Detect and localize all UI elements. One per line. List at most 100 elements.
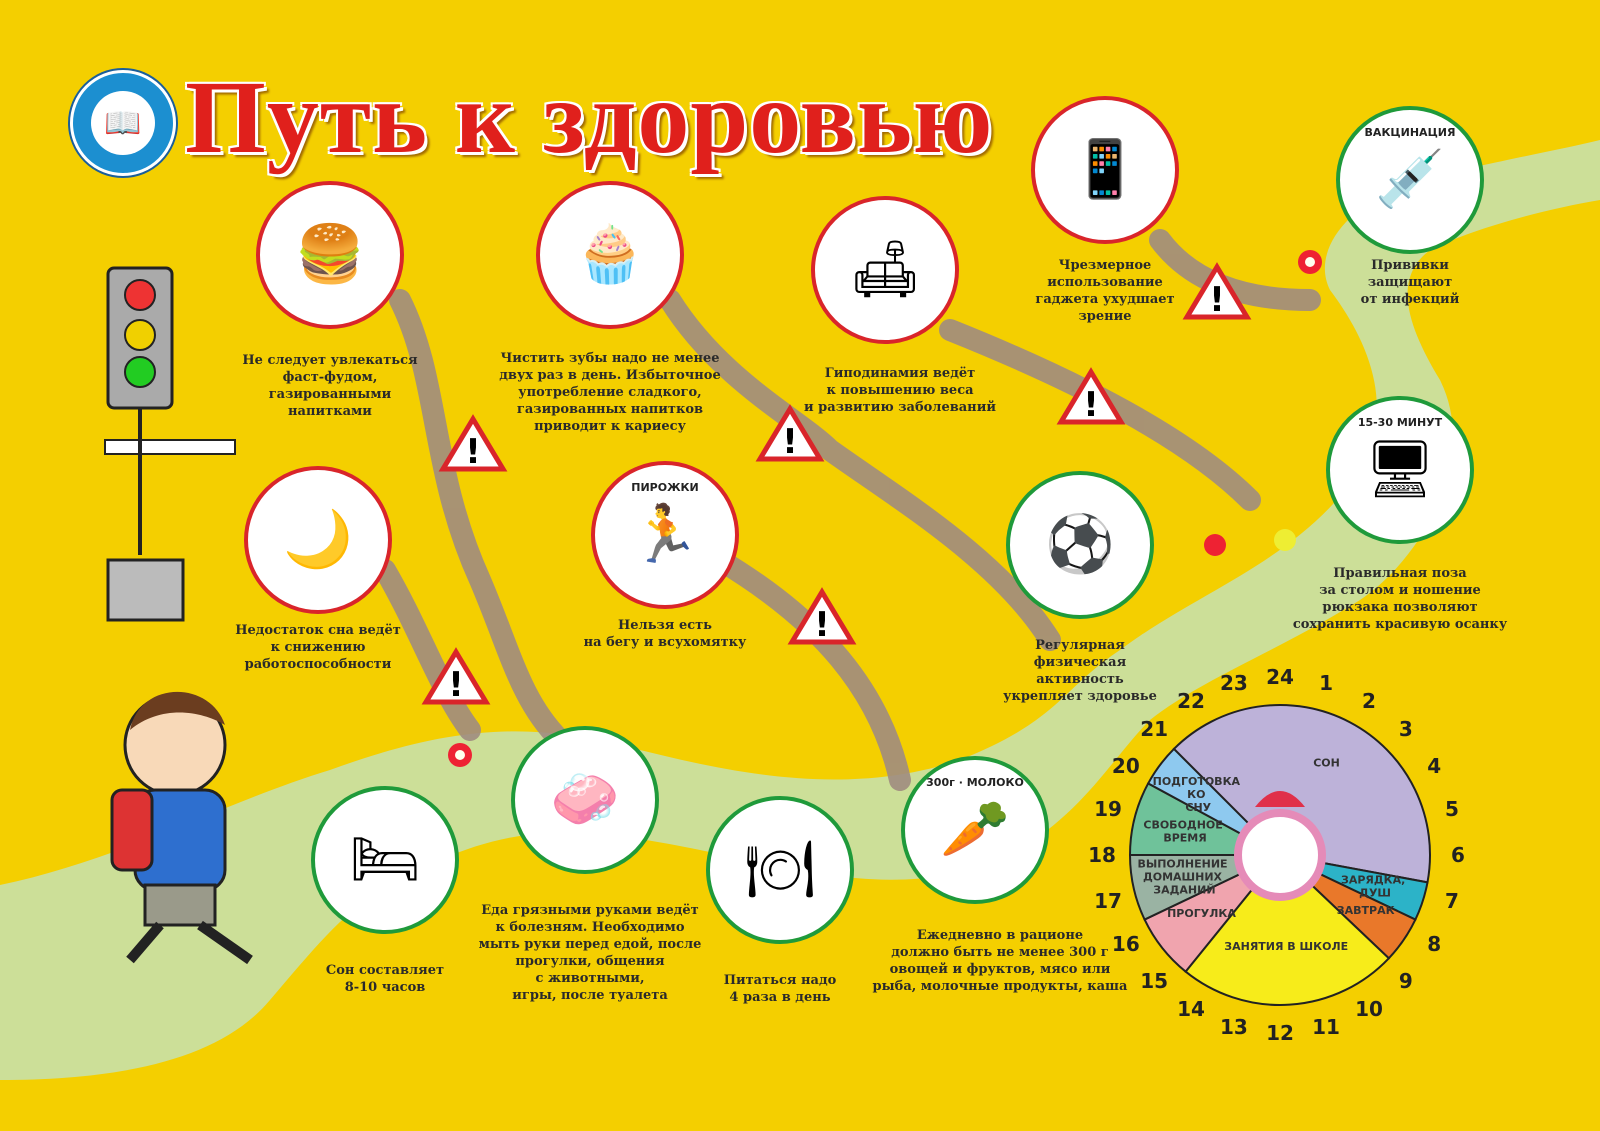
clock-segment-label: СВОБОДНОЕ ВРЕМЯ <box>1143 818 1226 844</box>
illustration-meals: 🍽 <box>706 796 854 944</box>
syringe-icon: 💉 <box>1375 147 1445 212</box>
toothache-icon: 🧁 <box>575 222 645 287</box>
clock-segment-label: ПОДГОТОВКА КО СНУ <box>1153 775 1244 814</box>
clock-hour-label: 19 <box>1094 797 1122 821</box>
caption-handwash: Еда грязными руками ведёт к болезням. Не… <box>478 903 702 1003</box>
logo: 📖 <box>70 70 176 176</box>
alarm-bell-icon <box>1255 791 1305 807</box>
illustration-gadget: 📱 <box>1031 96 1179 244</box>
monitor-night-icon: 🌙 <box>283 507 353 572</box>
illustration-sign: ПИРОЖКИ <box>631 481 699 494</box>
football-icon: ⚽ <box>1045 512 1115 577</box>
illustration-sign: 15-30 МИНУТ <box>1357 416 1443 429</box>
illustration-handwash: 🧼 <box>511 726 659 874</box>
svg-text:!: ! <box>1209 280 1225 320</box>
clock-hour-label: 7 <box>1445 889 1459 913</box>
warning-icon <box>421 647 491 705</box>
svg-text:!: ! <box>782 422 798 462</box>
clock-segment-label: ЗАНЯТИЯ В ШКОЛЕ <box>1224 940 1348 953</box>
warning-icon <box>1182 262 1252 320</box>
clock-segment-label: ЗАВТРАК <box>1337 904 1395 917</box>
clock-hour-label: 24 <box>1266 665 1294 689</box>
daily-routine-clock: СОН ЗАРЯДКА, ДУШ ЗАВТРАК ЗАНЯТИЯ В ШКОЛЕ ПРО… <box>1090 665 1465 1045</box>
clock-segment <box>1172 704 1431 884</box>
warning-icon <box>438 414 508 472</box>
svg-text:!: ! <box>465 432 481 472</box>
clock-hour-label: 4 <box>1427 754 1441 778</box>
caption-sleeplack: Недостаток сна ведёт к снижению работосп… <box>235 623 401 672</box>
clock-hour-label: 14 <box>1177 997 1205 1021</box>
clock-hour-label: 22 <box>1177 689 1205 713</box>
caption-posture: Правильная поза за столом и ношение рюкз… <box>1292 566 1508 632</box>
running-boy-icon: 🏃 <box>630 502 700 567</box>
warning-icon <box>755 404 825 462</box>
illustration-sofa: 🛋 <box>811 196 959 344</box>
clock-hour-label: 17 <box>1094 889 1122 913</box>
illustration-sport: ⚽ <box>1006 471 1154 619</box>
clock-hour-label: 1 <box>1319 671 1333 695</box>
vegetables-icon: 🥕 <box>940 797 1010 862</box>
illustration-sleeplack: 🌙 <box>244 466 392 614</box>
caption-gadget: Чрезмерное использование гаджета ухудшае… <box>1035 258 1175 324</box>
caption-sport: Регулярная физическая активность укрепля… <box>1003 638 1157 704</box>
tablet-icon: 📱 <box>1070 137 1140 202</box>
warning-icon <box>787 587 857 645</box>
clock-hour-label: 12 <box>1266 1021 1294 1045</box>
clock-segment-label: СОН <box>1313 757 1340 770</box>
sleeping-icon: 🛏 <box>349 827 421 892</box>
caption-meals: Питаться надо 4 раза в день <box>723 973 837 1005</box>
book-bowl-icon: 📖 <box>91 91 155 155</box>
clock-hour-label: 15 <box>1140 969 1168 993</box>
illustration-fastfood: 🍔 <box>256 181 404 329</box>
computer-icon: 🖥 <box>1364 437 1436 502</box>
handwash-icon: 🧼 <box>550 767 620 832</box>
page-title: Путь к здоровью <box>185 60 994 175</box>
illustration-ration: 300г · МОЛОКО 🥕 <box>901 756 1049 904</box>
illustration-sleep: 🛏 <box>311 786 459 934</box>
clock-segment-label: ПРОГУЛКА <box>1167 907 1236 920</box>
illustration-running: ПИРОЖКИ 🏃 <box>591 461 739 609</box>
svg-text:!: ! <box>448 665 464 705</box>
illustration-posture: 15-30 МИНУТ 🖥 <box>1326 396 1474 544</box>
sofa-icon: 🛋 <box>849 237 921 302</box>
caption-sleep: Сон составляет 8-10 часов <box>325 963 445 995</box>
caption-ration: Ежедневно в рационе должно быть не менее… <box>872 928 1128 994</box>
clock-segment <box>1184 853 1391 1006</box>
flowers <box>448 250 1322 767</box>
clock-hour-label: 9 <box>1399 969 1413 993</box>
caption-teeth: Чистить зубы надо не менее двух раз в де… <box>499 351 721 434</box>
illustration-teeth: 🧁 <box>536 181 684 329</box>
caption-running: Нельзя есть на бегу и всухомятку <box>583 618 747 650</box>
clock-segment-label: ЗАРЯДКА, ДУШ <box>1341 873 1409 899</box>
burger-icon: 🍔 <box>295 222 365 287</box>
svg-text:!: ! <box>1083 385 1099 425</box>
caption-fastfood: Не следует увлекаться фаст-фудом, газиро… <box>242 353 418 419</box>
clock-hour-label: 2 <box>1362 689 1376 713</box>
clock-hour-label: 6 <box>1451 843 1465 867</box>
alarm-clock-icon <box>1234 809 1326 901</box>
illustration-vaccination: ВАКЦИНАЦИЯ 💉 <box>1336 106 1484 254</box>
warning-signs: ! ! ! ! ! ! <box>421 262 1252 705</box>
clock-hour-label: 23 <box>1220 671 1248 695</box>
illustration-sign: 300г · МОЛОКО <box>926 776 1024 789</box>
clock-hour-label: 8 <box>1427 932 1441 956</box>
traffic-light-character <box>104 266 236 622</box>
clock-hour-label: 21 <box>1140 717 1168 741</box>
clock-hour-label: 11 <box>1312 1015 1340 1039</box>
caption-sofa: Гиподинамия ведёт к повышению веса и раз… <box>804 366 996 415</box>
svg-text:!: ! <box>814 605 830 645</box>
clock-hour-label: 18 <box>1090 843 1116 867</box>
clock-hour-label: 20 <box>1112 754 1140 778</box>
meal-icon: 🍽 <box>744 837 816 902</box>
warning-icon <box>1056 367 1126 425</box>
clock-hour-label: 3 <box>1399 717 1413 741</box>
clock-hour-label: 5 <box>1445 797 1459 821</box>
clock-hour-label: 16 <box>1112 932 1140 956</box>
clock-hour-label: 13 <box>1220 1015 1248 1039</box>
hazard-paths <box>374 229 1321 791</box>
caption-vaccination: Прививки защищают от инфекций <box>1360 258 1460 307</box>
clock-segment-label: ВЫПОЛНЕНИЕ ДОМАШНИХ ЗАДАНИЙ <box>1137 858 1231 897</box>
clock-hour-label: 10 <box>1355 997 1383 1021</box>
boy-character <box>110 691 253 965</box>
illustration-sign: ВАКЦИНАЦИЯ <box>1364 126 1456 139</box>
